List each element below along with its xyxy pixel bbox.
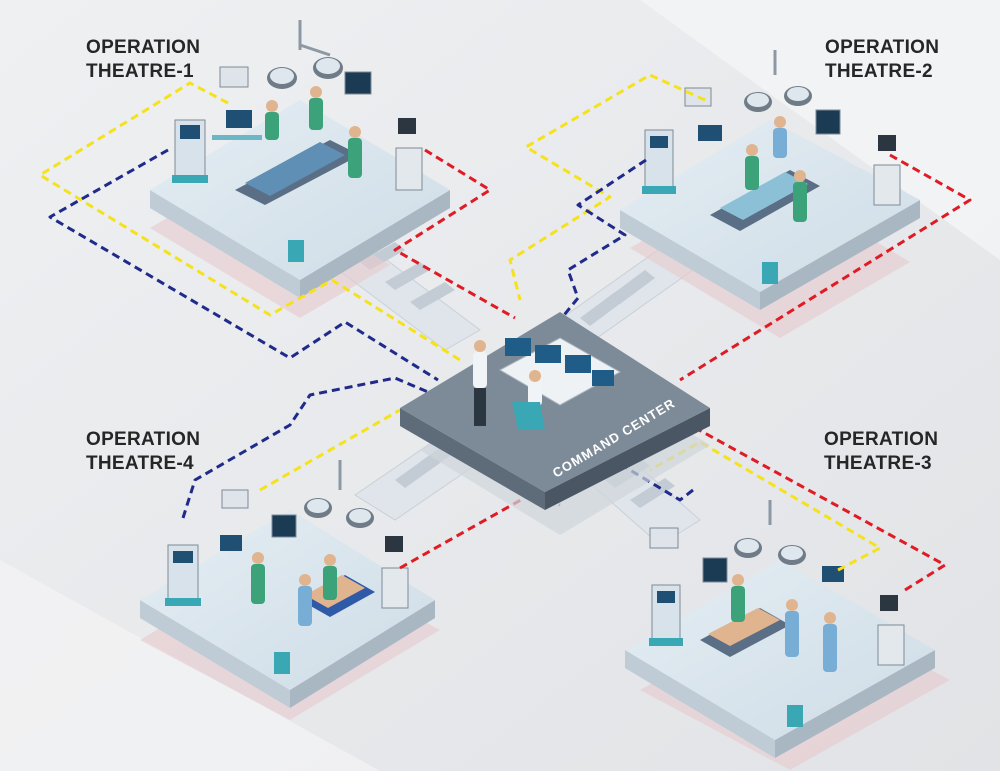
command-center: COMMAND CENTER: [400, 312, 710, 535]
device-icon: [381, 536, 409, 609]
bin-icon: [787, 705, 803, 727]
monitor-icon: [505, 338, 531, 356]
connections-ot2: [508, 73, 972, 382]
anesthesia-machine-icon: [649, 584, 683, 646]
bin-icon: [274, 652, 290, 674]
monitor-icon: [535, 345, 561, 363]
operating-lamp-icon: [304, 498, 374, 528]
command-center-edge-right: [545, 408, 710, 510]
monitor-icon: [220, 489, 297, 551]
operation-theatre-1-room: [150, 20, 450, 318]
ot-label-4-line-1: OPERATION: [86, 429, 201, 450]
doctor-icon: [473, 340, 487, 426]
ot-label-4: OPERATION THEATRE-4: [86, 428, 200, 476]
patient-bed-icon: [235, 140, 360, 205]
ot-label-1: OPERATION THEATRE-1: [86, 36, 200, 84]
surgeon-icon: [745, 144, 807, 222]
patient-bed-icon: [700, 608, 790, 657]
anesthesia-machine-icon: [642, 129, 676, 194]
ot-label-1-line-2: THEATRE-1: [86, 61, 194, 82]
bin-icon: [288, 240, 304, 262]
monitor-icon: [592, 370, 614, 386]
operation-theatre-3-room: [625, 500, 950, 770]
ot-label-1-line-1: OPERATION: [86, 37, 201, 58]
operation-theatre-2-room: [620, 50, 920, 338]
bin-icon: [762, 262, 778, 284]
connections-ot1: [38, 81, 516, 382]
nurse-icon: [823, 612, 837, 672]
device-icon: [395, 118, 423, 191]
connection-yellow-ot2: [508, 73, 706, 301]
monitor-icon: [219, 66, 372, 95]
connection-blue-ot2: [558, 158, 647, 321]
patient-bed-icon: [710, 170, 820, 231]
ot-label-3: OPERATION THEATRE-3: [824, 428, 938, 476]
operation-theatre-4-room: [140, 460, 440, 720]
control-desk: [498, 337, 622, 406]
device-icon: [877, 595, 905, 666]
surgeon-icon: [731, 574, 799, 657]
command-center-edge-left: [400, 408, 545, 510]
floor-edge-right: [300, 190, 450, 298]
connection-blue-ot4: [181, 376, 436, 519]
anesthesia-machine-icon: [165, 544, 201, 606]
ot-label-2: OPERATION THEATRE-2: [825, 36, 939, 84]
monitor-icon: [649, 527, 844, 583]
monitor-icon: [565, 355, 591, 373]
operating-lamp-icon: [744, 86, 812, 112]
ot-label-3-line-1: OPERATION: [824, 429, 939, 450]
ot-label-4-line-2: THEATRE-4: [86, 453, 194, 474]
operator-icon: [512, 370, 545, 430]
workstation-icon: [212, 110, 262, 140]
surgeon-icon: [251, 552, 337, 626]
ot-label-3-line-2: THEATRE-3: [824, 453, 932, 474]
device-icon: [873, 135, 901, 206]
floor: [150, 100, 450, 280]
operating-lamp-icon: [734, 538, 806, 565]
connection-yellow-ot1: [38, 81, 461, 362]
anesthesia-machine-icon: [172, 119, 208, 183]
operating-lamp-icon: [267, 43, 343, 89]
connection-red-ot3: [689, 423, 947, 592]
surgeon-icon: [265, 86, 362, 178]
connection-red-ot2: [679, 153, 972, 382]
connection-red-ot1: [393, 148, 516, 320]
ot-label-2-line-1: OPERATION: [825, 37, 940, 58]
floor-edge-left: [150, 190, 300, 298]
ot-label-2-line-2: THEATRE-2: [825, 61, 933, 82]
nurse-icon: [773, 116, 787, 158]
